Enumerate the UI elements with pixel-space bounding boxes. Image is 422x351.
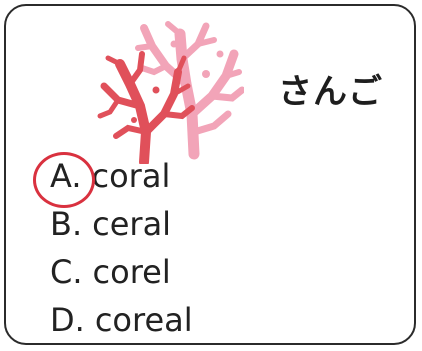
option-text: coreal [94,301,193,339]
option-text: coral [91,157,171,195]
quiz-card: さんご A.coral B.ceral C.corel D.coreal [4,4,416,345]
option-d[interactable]: D.coreal [50,296,193,344]
coral-icon [97,21,244,164]
option-text: ceral [92,205,172,243]
option-b[interactable]: B.ceral [50,200,193,248]
japanese-word: さんご [278,72,383,112]
option-letter: B. [50,205,83,243]
selected-answer-circle [33,152,95,208]
option-letter: C. [50,253,83,291]
option-c[interactable]: C.corel [50,248,193,296]
option-letter: D. [50,301,85,339]
answer-options: A.coral B.ceral C.corel D.coreal [50,152,193,344]
option-text: corel [92,253,171,291]
